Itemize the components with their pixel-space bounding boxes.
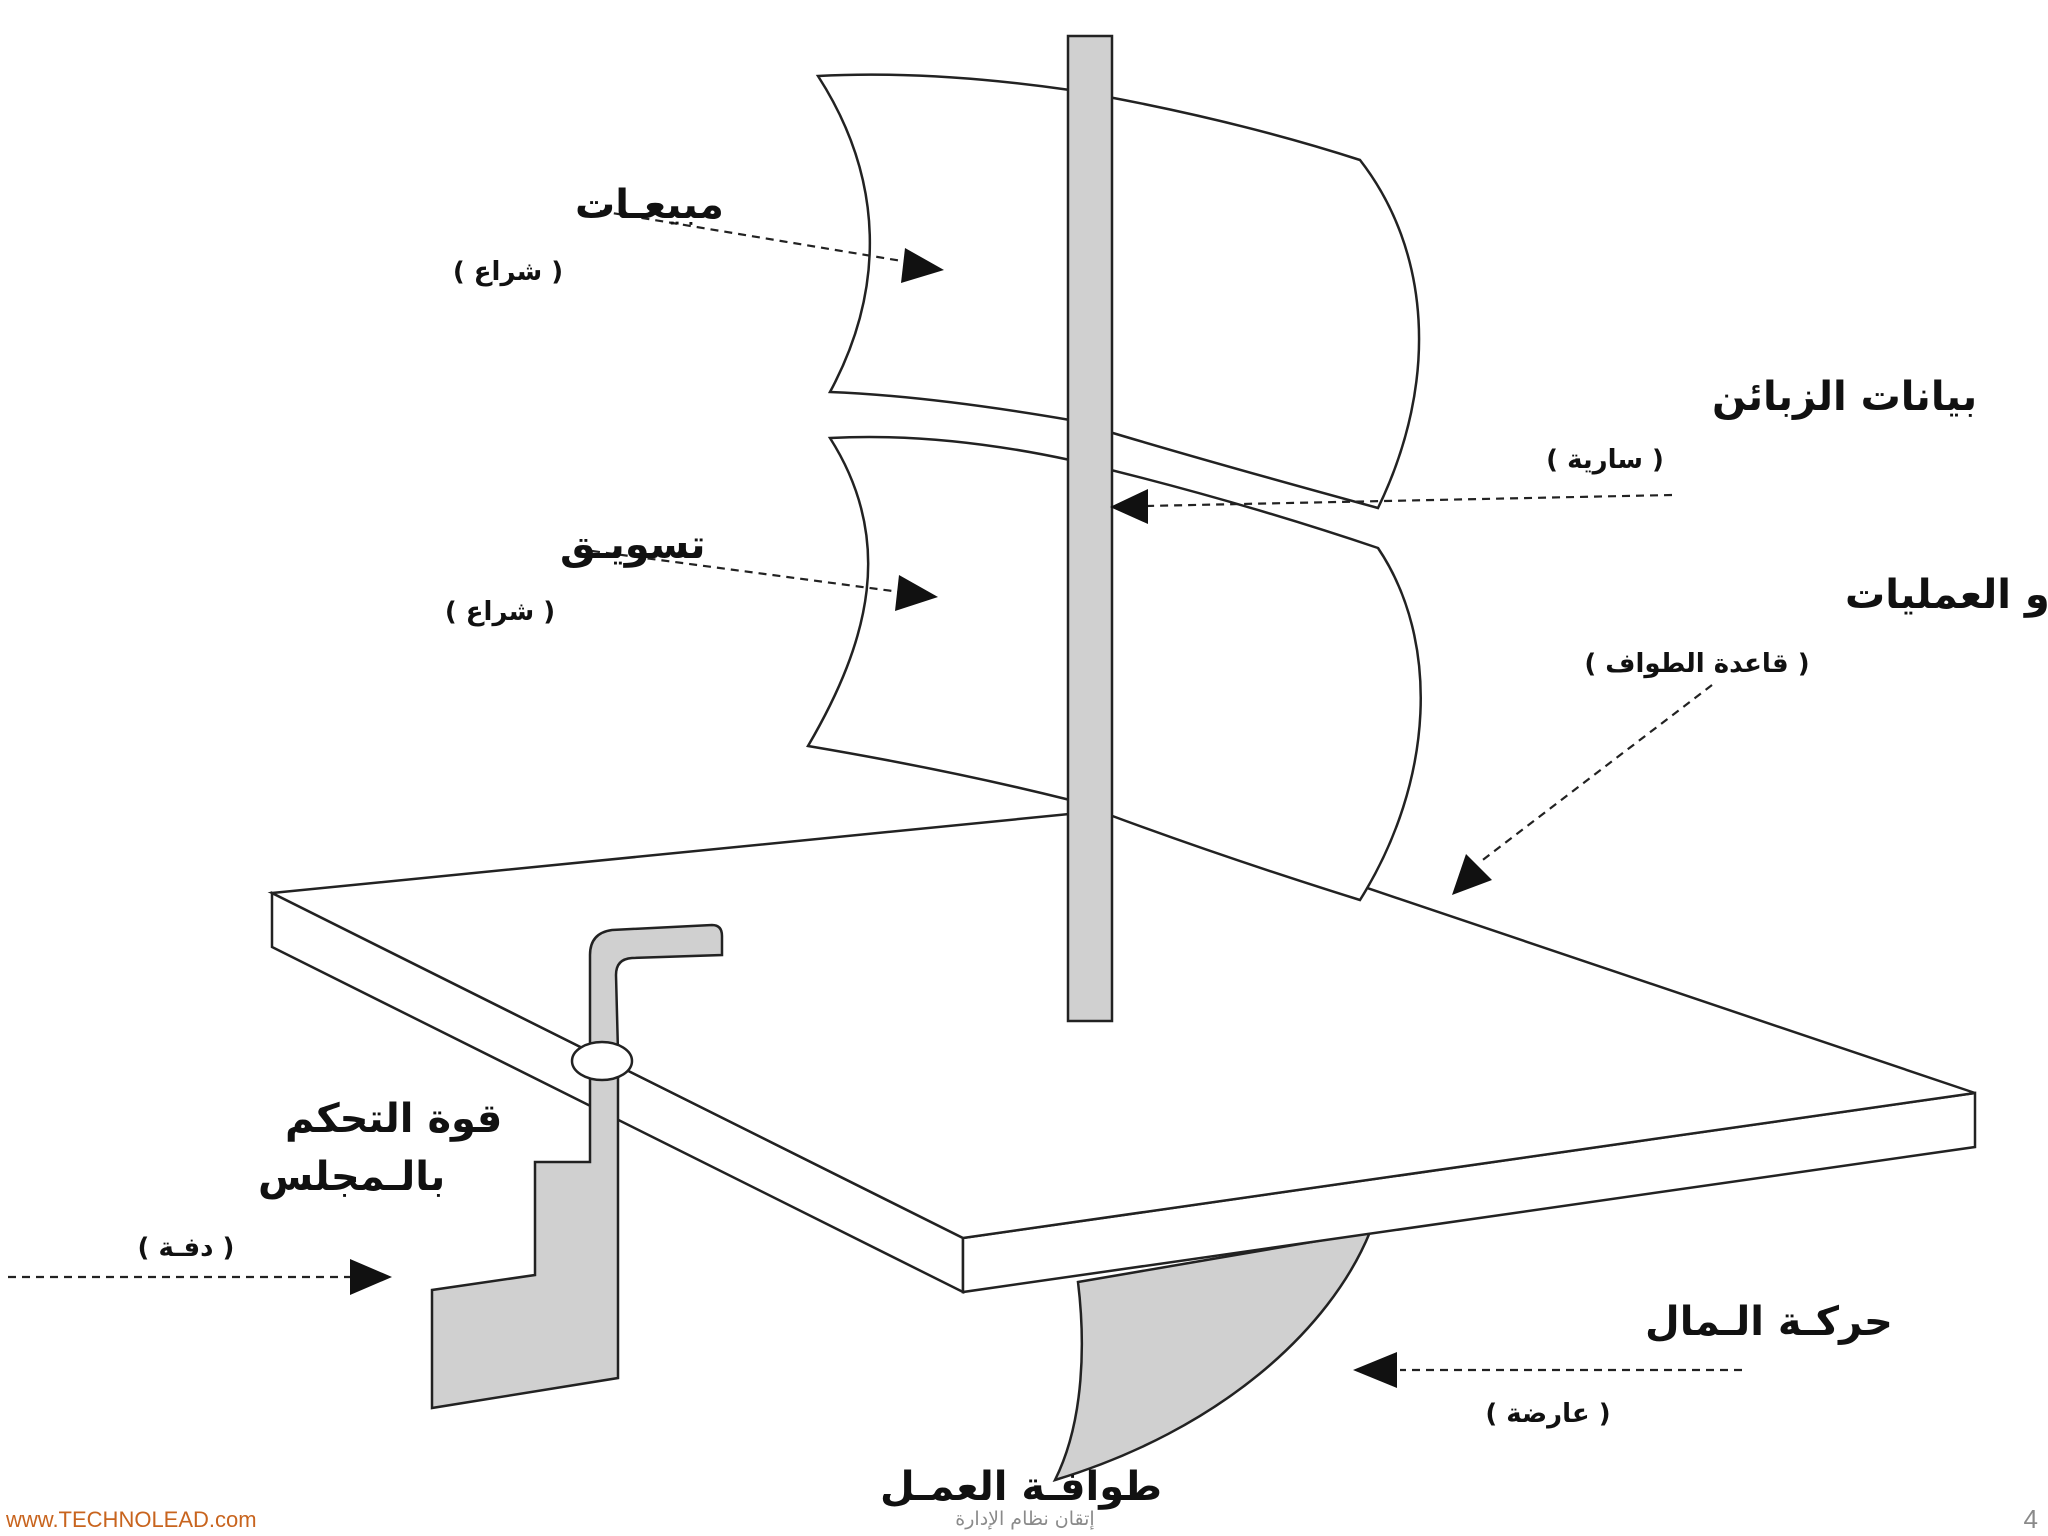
raft-top-surface	[267, 806, 1976, 1240]
people-processes-sublabel: ( قاعدة الطواف )	[1584, 649, 1809, 679]
customer-data-arrow-line	[1144, 493, 1673, 508]
footer-page-number: 4	[2024, 1504, 2038, 1534]
customer-data-arrow-head	[1110, 489, 1148, 524]
footer-center-text: إتقان نظام الإدارة	[955, 1508, 1094, 1531]
board-control-arrow-head	[350, 1259, 392, 1295]
rudder-blade	[430, 1050, 620, 1410]
money-flow-sublabel: ( عارضة )	[1485, 1399, 1610, 1429]
board-control-label-line1: قوة التحكم	[285, 1096, 502, 1142]
people-processes-label: الأشخاص و العمليات	[1845, 569, 2048, 618]
money-flow-arrow-head	[1353, 1352, 1397, 1388]
people-processes-arrow-head	[1452, 854, 1492, 895]
marketing-label: تسويـق	[560, 522, 706, 568]
footer-website-link[interactable]: www.TECHNOLEAD.com	[5, 1507, 257, 1532]
board-control-sublabel: ( دفـة )	[138, 1233, 235, 1263]
sales-arrow-line	[599, 209, 909, 264]
money-flow-label: حركـة الـمال	[1645, 1299, 1893, 1345]
marketing-sublabel: ( شراع )	[445, 597, 555, 627]
work-raft-label: طوافـة العمـل	[880, 1464, 1162, 1510]
rudder-pivot	[570, 1040, 634, 1082]
rudder-handle	[588, 923, 724, 1054]
board-control-label-line2: بالـمجلس	[258, 1154, 445, 1200]
marketing-arrow-line	[591, 549, 901, 594]
sales-sublabel: ( شراع )	[453, 257, 563, 287]
customer-data-sublabel: ( سارية )	[1546, 445, 1664, 475]
keel-shape	[1052, 1230, 1373, 1483]
sales-arrow-head	[901, 248, 944, 283]
marketing-arrow-head	[895, 575, 938, 611]
mast	[1066, 34, 1114, 1023]
people-processes-arrow-line	[1479, 684, 1713, 863]
sales-label: مبيعـات	[575, 182, 724, 228]
customer-data-label: بيانات الزبائن	[1712, 374, 1977, 420]
